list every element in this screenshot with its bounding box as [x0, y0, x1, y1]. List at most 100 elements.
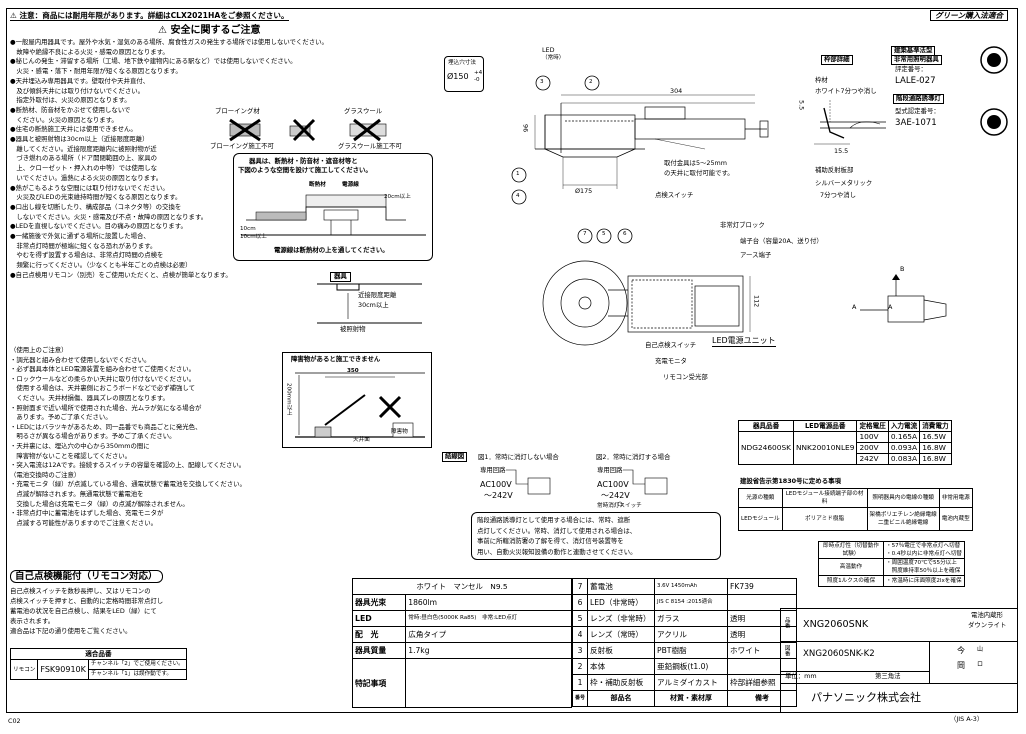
safety-line: ●秘じんの発生・滞留する場所（工場、地下鉄や建物内にある駅など）では使用しないで…: [10, 57, 297, 66]
selfcheck-line: 蓄電池の状況を自己点検し、結果をLED（緑）にて: [10, 607, 157, 615]
blowing-label: ブローイング材: [215, 107, 260, 115]
type-value: 3AE-1071: [895, 118, 937, 128]
safety-section: ⚠ 安全に関するご注意: [10, 25, 430, 345]
title-side-label-2: 図番: [783, 645, 790, 657]
power-cell: 0.165A: [887, 431, 921, 443]
parts-cell: LED（非常時）: [587, 594, 656, 611]
parts-cell: 6: [571, 594, 589, 611]
spec-value-cell: 常時:昼白色(5000K Ra85) 非常:LED点灯: [405, 610, 572, 627]
circle-4: 4: [516, 193, 520, 199]
usage-line: （電池交換時のご注意）: [10, 470, 81, 479]
obstacle-dim: 350: [347, 368, 359, 374]
usage-line: あります。予めご了承ください。: [10, 413, 112, 422]
parts-cell: 反射板: [587, 642, 656, 659]
reflector-finish-1: シルバーメタリック: [815, 179, 873, 187]
wiring-tag: 結線図: [442, 452, 468, 462]
safety-line: 上、クローゼット・押入れの中等）では使用しな: [10, 164, 157, 173]
safety-line: 指定外取付は、火災の原因となります。: [10, 96, 131, 105]
usage-line: 明るさが異なる場合があります。予めご了承ください。: [10, 432, 176, 441]
spec-value-cell: 広角タイプ: [405, 626, 572, 643]
selfcheck-line: 自己点検スイッチを数秒長押し、又はリモコンの: [10, 587, 151, 595]
wiring-fig1-title: 図1．常時に消灯しない場合: [478, 453, 559, 461]
dim-20cm: 20cm以上: [384, 194, 411, 200]
arrow-b-icon: [892, 274, 900, 280]
figure-label: 器具: [330, 272, 351, 282]
switch-label: 点検スイッチ: [655, 191, 694, 199]
usage-line: ・充電モニタ（緑）が点滅している場合、通電状態で蓄電池を交換してください。: [10, 480, 246, 489]
type-label: 型式認定番号：: [895, 107, 940, 115]
footer-left: C02: [8, 717, 21, 725]
standard-header-cell: 照明器具内の電線の種類: [866, 488, 940, 508]
insulation-box: 器具は、断熱材・防音材・遮音材等と 下図のような空間を設けて施工してください。 …: [233, 153, 433, 261]
usage-line: 点滅が解除されます。無通電状態で蓄電池を: [10, 490, 144, 498]
spec-label-cell: 特記事項: [351, 658, 407, 708]
parts-cell: 4: [571, 626, 589, 643]
selfswitch-label: 自己点検スイッチ: [645, 341, 697, 349]
safety-line: ●天井埋込み専用器具です。壁取付や天井直付、: [10, 76, 150, 85]
parts-cell: 亜鉛鋼板(t1.0): [654, 658, 729, 675]
receiver-label: リモコン受光部: [663, 373, 708, 381]
arrow-a-label-right: A: [888, 303, 893, 311]
usage-line: ・LEDにはバラツキがあるため、同一品番でも商品ごとに発光色、: [10, 422, 202, 431]
power-header-cell: LED電源品番: [792, 420, 858, 432]
remote-table-title: 適合品番: [10, 648, 187, 660]
side-view-drawing: [511, 75, 769, 205]
dim-10cm: 10cm: [240, 226, 256, 232]
safety-line: 離してください。近接限度距離内に被照射物が近: [10, 144, 157, 153]
parts-cell: 7: [571, 578, 589, 595]
cutout-tol-minus: -0: [474, 77, 480, 83]
wiring-switch-note: 常時消灯スイッチ: [597, 503, 642, 509]
dim-112: 112: [752, 295, 761, 308]
power-cell: 100V: [856, 431, 889, 443]
safety-line: しないでください。火災・感電及び不点・故障の原因となります。: [10, 212, 208, 221]
spec-value-cell: 1.7kg: [405, 642, 572, 659]
footer-right: （JIS A-3）: [950, 715, 984, 723]
emergency-label-cell: 照度1ルクスの確保: [818, 575, 884, 587]
usage-line: 障害物がないことを確認してください。: [10, 451, 132, 460]
glasswool-label: グラスウール: [344, 107, 383, 115]
usage-line: ・照射面まで近い場所で使用された場合、光ムラが気になる場合が: [10, 403, 202, 412]
block-label: 非常灯ブロック: [720, 221, 765, 229]
power-model-cell: NDG24600SK: [738, 431, 794, 465]
usage-line: ・突入電流は12Aです。接続するスイッチの容量を確認の上、配線してください。: [10, 461, 246, 470]
wiring-voltage-2a: AC100V: [597, 480, 629, 489]
safety-line: 及び傾斜天井には取り付けないでください。: [10, 86, 145, 95]
usage-line: 使用する場合は、天井裏側におこうボードなどで必ず補強して: [10, 384, 196, 393]
cutout-label: 埋込穴寸法: [448, 60, 476, 66]
emergency-value-2: 照度維持率50％以上を確保: [886, 568, 961, 574]
stamp-4: ロ: [977, 661, 984, 668]
dim-10cm-over: 10cm以上: [240, 234, 267, 240]
spec-value-cell: 1860lm: [405, 594, 572, 611]
parts-cell: 5: [571, 610, 589, 627]
cutout-tol-plus: +4: [474, 70, 483, 76]
power-header-cell: 定格電圧: [856, 420, 889, 432]
monitor-label: 充電モニタ: [655, 357, 687, 365]
spec-label-cell: 器具光束: [351, 594, 407, 611]
top-view-drawing: [542, 228, 751, 346]
arrow-b-label: B: [900, 265, 905, 273]
led-sub: （常時）: [542, 55, 565, 61]
safety-line: ●LEDを直視しないでください。目の痛みの原因となります。: [10, 222, 187, 231]
standard-header-cell: 光源の種類: [738, 488, 783, 508]
parts-cell: 2: [571, 658, 589, 675]
spec-label-cell: 器具質量: [351, 642, 407, 659]
section-view-drawing: [860, 274, 947, 323]
mount-note-1: 取付金具は5〜25mm: [664, 159, 727, 167]
guide-label: 階段通路誘導灯: [893, 94, 944, 104]
wiring-note-line: 階段通路誘導灯として使用する場合には、常時、遮断: [477, 516, 631, 524]
usage-line: 点滅する可能性がありますのでご注意ください。: [10, 518, 157, 527]
frame-finish: ホワイト7分つや消し: [815, 87, 877, 95]
standard-header-cell: LEDモジュール接続端子部の材料: [781, 488, 868, 508]
notice-text: ⚠ 注意：商品には耐用年限があります。詳細はCLX2021HAをご参照ください。: [10, 11, 289, 22]
parts-cell: 蓄電池: [587, 578, 656, 595]
parts-footer-cell: 備考: [727, 690, 798, 707]
title-type-2: ダウンライト: [968, 621, 1007, 629]
stamp-3: 岡: [957, 661, 965, 670]
safety-line: 火災及びLEDの光束維持時間が短くなる原因となります。: [10, 193, 182, 202]
cert-value: LALE-027: [895, 76, 936, 86]
obstacle-height: 200mm以上: [285, 383, 292, 416]
dim-5-5: 5.5: [797, 100, 806, 111]
dim-96: 96: [521, 124, 530, 133]
